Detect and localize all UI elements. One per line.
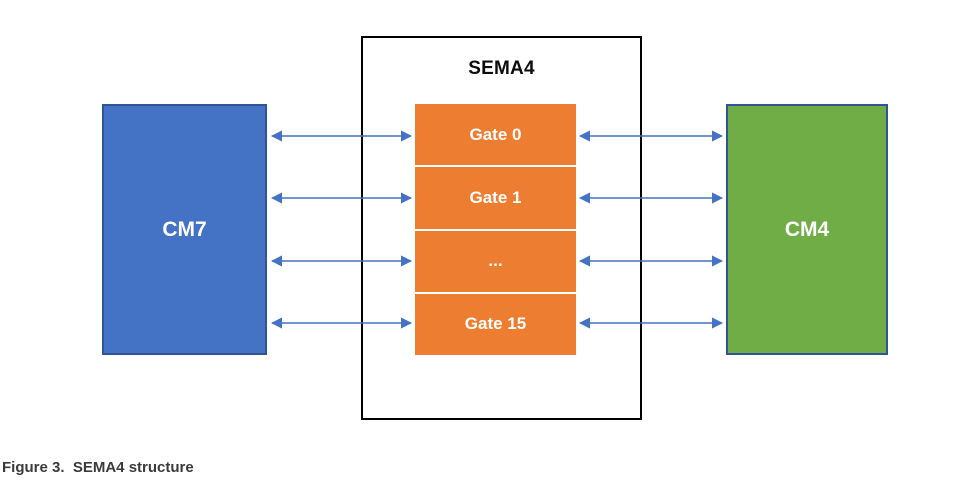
gate-row-1: Gate 1 [415, 165, 576, 229]
gate-row-0: Gate 0 [415, 104, 576, 166]
gate-stack: Gate 0 Gate 1 ... Gate 15 [415, 104, 576, 355]
figure-caption: Figure 3. SEMA4 structure [2, 459, 194, 476]
cm4-block: CM4 [726, 104, 888, 355]
sema4-title: SEMA4 [468, 58, 535, 79]
gate-row-ellipsis: ... [415, 228, 576, 292]
cm7-block: CM7 [102, 104, 267, 355]
gate-row-15: Gate 15 [415, 291, 576, 355]
cm4-label: CM4 [784, 217, 830, 241]
cm7-label: CM7 [162, 217, 207, 241]
